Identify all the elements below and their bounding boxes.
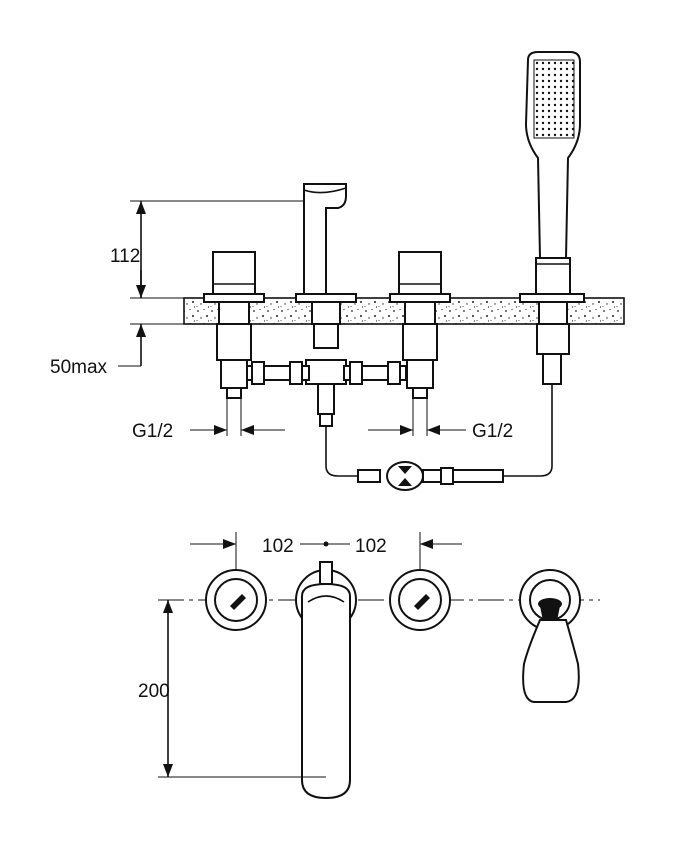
spacing-right-label: 102 — [355, 536, 387, 557]
spout-side — [295, 183, 357, 427]
left-valve-handle — [203, 251, 265, 399]
inlet-right-label: G1/2 — [472, 421, 513, 442]
shower-hose — [325, 384, 553, 491]
spacing-dimension: 102 102 — [190, 532, 462, 575]
right-valve-handle — [389, 251, 451, 399]
projection-label: 200 — [138, 681, 170, 702]
inlet-left-dimension: G1/2 — [132, 398, 285, 442]
mixing-pipe — [246, 361, 407, 385]
deck-thickness-dimension: 50max — [50, 270, 146, 378]
right-handle-top — [389, 569, 451, 631]
spout-height-label: 112 — [110, 246, 140, 267]
hand-shower-side — [519, 51, 585, 385]
plan-view: 102 102 — [138, 532, 600, 800]
inlet-right-dimension: G1/2 — [368, 398, 513, 442]
hand-shower-top — [519, 569, 581, 703]
projection-dimension: 200 — [138, 600, 326, 778]
deck-thickness-label: 50max — [50, 357, 108, 378]
inlet-left-label: G1/2 — [132, 421, 173, 442]
left-handle-top — [205, 569, 267, 631]
side-elevation-view: 112 50max — [50, 51, 625, 491]
spout-top — [295, 561, 357, 800]
spacing-left-label: 102 — [262, 536, 294, 557]
